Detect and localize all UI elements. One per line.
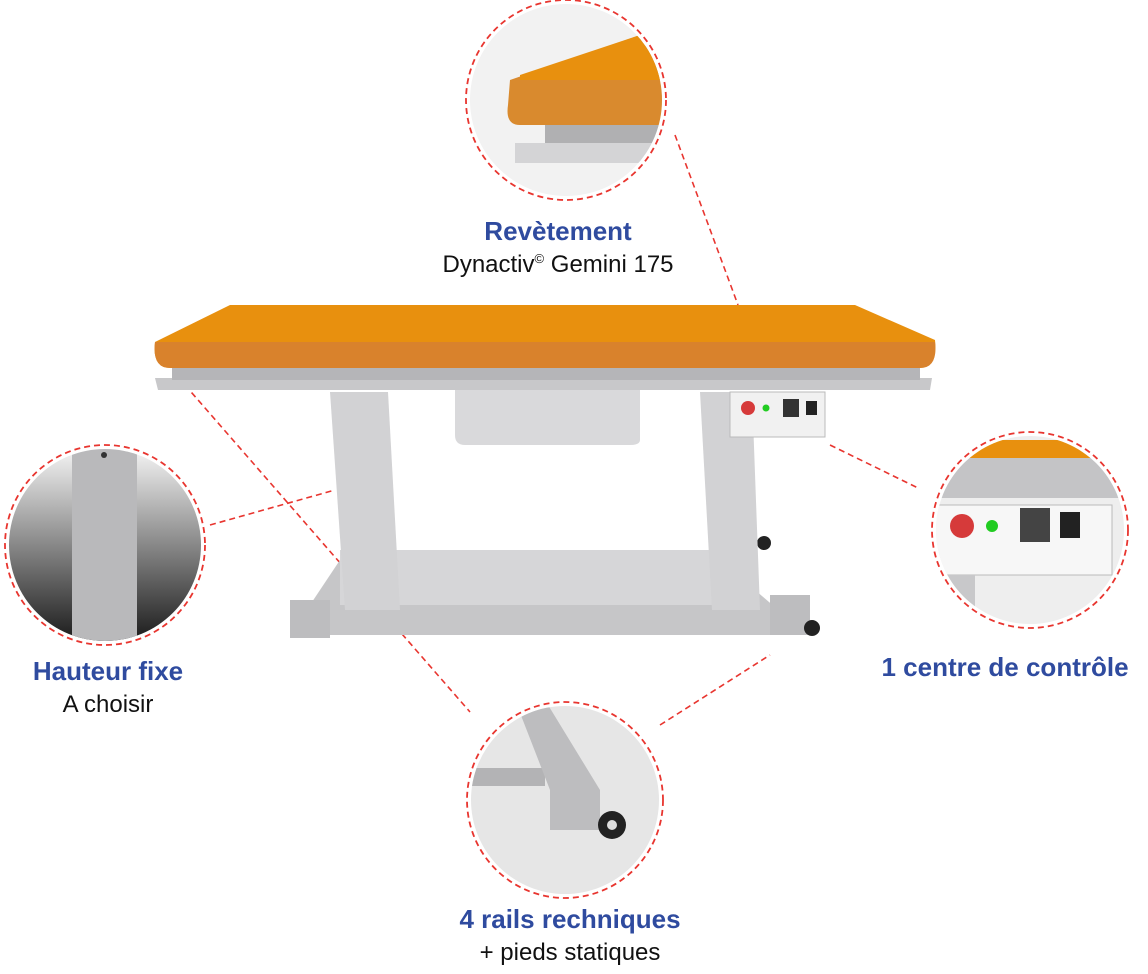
height-title: Hauteur fixe (32, 656, 184, 686)
rails-subtitle: + pieds statiques (479, 939, 661, 966)
control-title: 1 centre de contrôle (881, 652, 1129, 682)
covering-callout: Revètement Dynactiv© Gemini 175 (442, 216, 673, 279)
control-detail (936, 436, 1124, 624)
treatment-table (154, 305, 936, 638)
copyright-mark: © (534, 251, 545, 266)
model-name: Gemini 175 (544, 251, 674, 278)
height-subtitle: A choisir (62, 691, 154, 718)
height-detail (9, 449, 201, 641)
covering-title: Revètement (484, 216, 632, 246)
rails-title: 4 rails rechniques (459, 904, 681, 934)
leader-lines (184, 134, 919, 726)
brand-name: Dynactiv (442, 251, 535, 278)
control-callout: 1 centre de contrôle (881, 652, 1128, 683)
rails-detail (471, 706, 659, 894)
height-callout: Hauteur fixe A choisir (33, 656, 183, 719)
covering-detail (470, 4, 662, 196)
rails-callout: 4 rails rechniques + pieds statiques (459, 904, 680, 967)
callout-rings (4, 0, 1129, 899)
covering-subtitle: Dynactiv© Gemini 175 (442, 251, 673, 279)
